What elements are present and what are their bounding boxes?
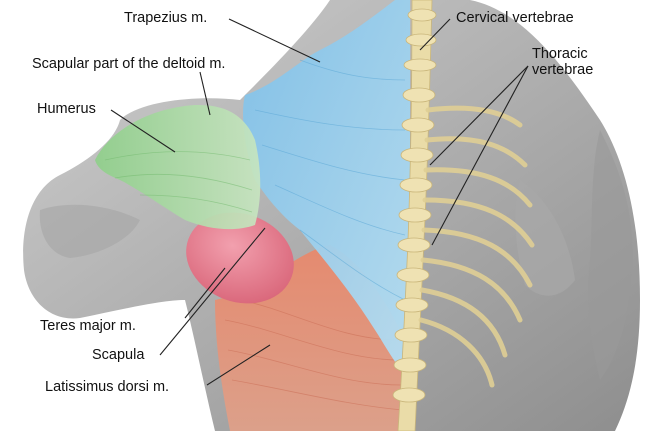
- teres-leader: [184, 267, 226, 319]
- leader-lines: [110, 18, 529, 386]
- thoracic-leader-2: [431, 65, 529, 246]
- label-trapezius: Trapezius m.: [124, 10, 208, 26]
- label-thoracic-line2: vertebrae: [532, 62, 594, 78]
- cervical-leader: [419, 18, 451, 51]
- label-humerus: Humerus: [37, 101, 96, 117]
- label-teres-major: Teres major m.: [40, 318, 136, 334]
- thoracic-leader-1: [429, 65, 529, 166]
- label-thoracic-vertebrae: Thoracic vertebrae: [532, 46, 612, 78]
- scapula-leader: [159, 227, 266, 356]
- trapezius-leader: [228, 18, 321, 63]
- humerus-leader: [110, 109, 176, 153]
- label-latissimus-dorsi: Latissimus dorsi m.: [45, 379, 170, 395]
- label-cervical-vertebrae: Cervical vertebrae: [456, 10, 574, 26]
- vertebral-column: [392, 0, 535, 432]
- latissimus-leader: [206, 344, 271, 386]
- deltoid-shape: [95, 104, 261, 230]
- trapezius-shape: [243, 0, 410, 380]
- label-scapula: Scapula: [92, 347, 145, 363]
- label-deltoid: Scapular part of the deltoid m.: [32, 56, 226, 72]
- deltoid-leader: [199, 71, 211, 116]
- label-thoracic-line1: Thoracic: [532, 46, 588, 62]
